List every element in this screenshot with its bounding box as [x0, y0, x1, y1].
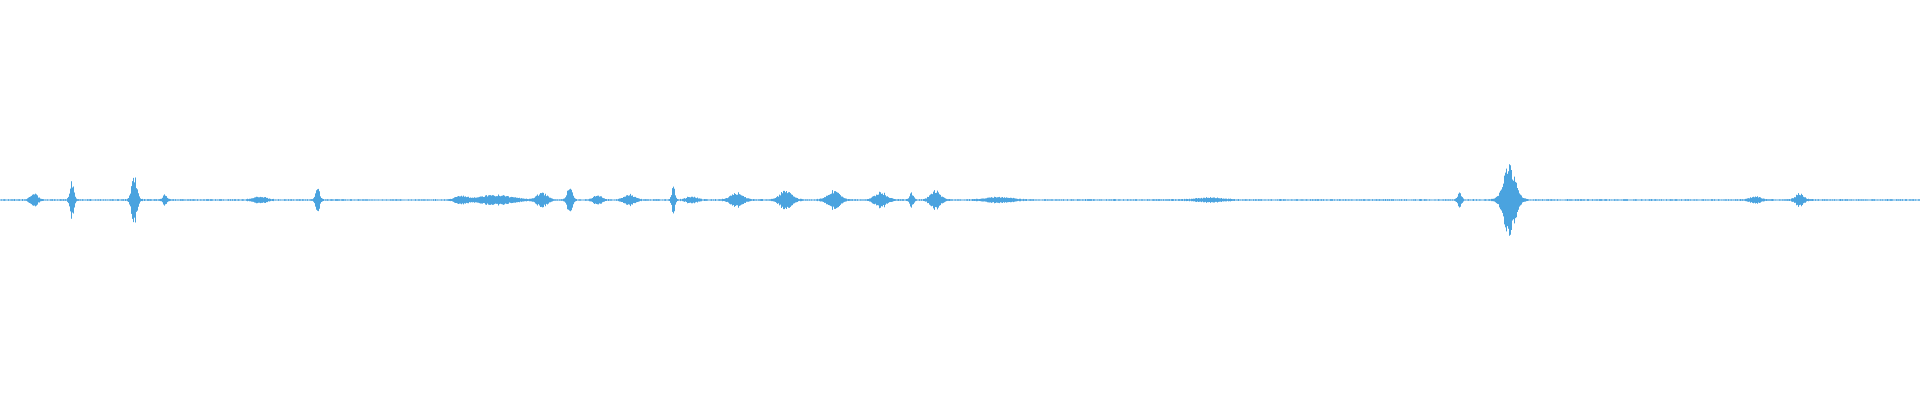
waveform-bars [0, 164, 1920, 236]
